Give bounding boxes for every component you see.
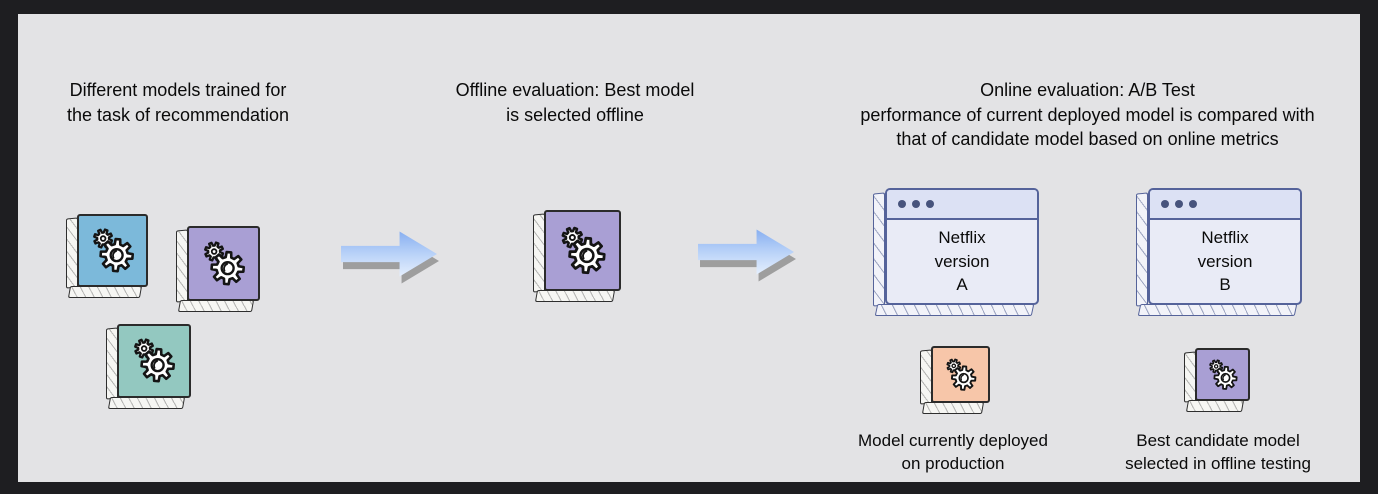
box-bottom-edge xyxy=(107,397,186,409)
browser-window-a: Netflix version A xyxy=(873,188,1039,316)
box-bottom-edge xyxy=(921,402,985,414)
window-title-a: Netflix version A xyxy=(934,228,990,295)
window-dots-icon xyxy=(898,200,906,208)
window-dots-icon xyxy=(926,200,934,208)
trained-model-box-blue xyxy=(66,214,148,298)
window-bottom-edge xyxy=(874,304,1035,316)
trained-model-box-teal xyxy=(106,324,191,409)
arrow-shape xyxy=(341,231,437,277)
browser-window-b: Netflix version B xyxy=(1136,188,1302,316)
window-dots-icon xyxy=(912,200,920,208)
window-bottom-edge xyxy=(1137,304,1298,316)
window-dots-icon xyxy=(1175,200,1183,208)
window-titlebar xyxy=(887,190,1037,220)
box-bottom-edge xyxy=(67,286,143,298)
window-face: Netflix version B xyxy=(1148,188,1302,305)
model-face xyxy=(77,214,148,287)
gear-icon xyxy=(561,226,606,274)
box-bottom-edge xyxy=(177,300,255,312)
model-face xyxy=(117,324,191,398)
window-dots-icon xyxy=(1161,200,1169,208)
gear-icon xyxy=(92,227,134,273)
model-face xyxy=(187,226,260,301)
deployed-model-box xyxy=(920,346,990,414)
stage3-heading: Online evaluation: A/B Test performance … xyxy=(860,80,1315,149)
box-bottom-edge xyxy=(534,290,616,302)
trained-model-box-purple xyxy=(176,226,260,312)
diagram-panel: Different models trained for the task of… xyxy=(18,14,1360,482)
model-face xyxy=(1195,348,1250,401)
window-titlebar xyxy=(1150,190,1300,220)
window-left-edge xyxy=(1136,192,1148,307)
gear-icon xyxy=(1208,358,1238,390)
window-face: Netflix version A xyxy=(885,188,1039,305)
stage1-heading: Different models trained for the task of… xyxy=(66,80,290,125)
gear-icon xyxy=(134,338,176,383)
arrow-right-icon xyxy=(698,228,794,276)
stage2-heading: Offline evaluation: Best model is select… xyxy=(455,80,695,125)
caption-deployed-model: Model currently deployed on production xyxy=(858,431,1048,473)
window-left-edge xyxy=(873,192,885,307)
box-bottom-edge xyxy=(1185,400,1245,412)
gear-icon xyxy=(203,240,245,286)
model-face xyxy=(931,346,990,403)
model-face xyxy=(544,210,621,291)
caption-candidate-model: Best candidate model selected in offline… xyxy=(1125,431,1311,473)
arrow-shape xyxy=(698,229,794,275)
gear-icon xyxy=(945,358,976,391)
selected-model-box xyxy=(533,210,621,302)
candidate-model-box xyxy=(1184,348,1250,412)
window-title-b: Netflix version B xyxy=(1197,228,1253,295)
arrow-right-icon xyxy=(341,230,437,278)
window-dots-icon xyxy=(1189,200,1197,208)
